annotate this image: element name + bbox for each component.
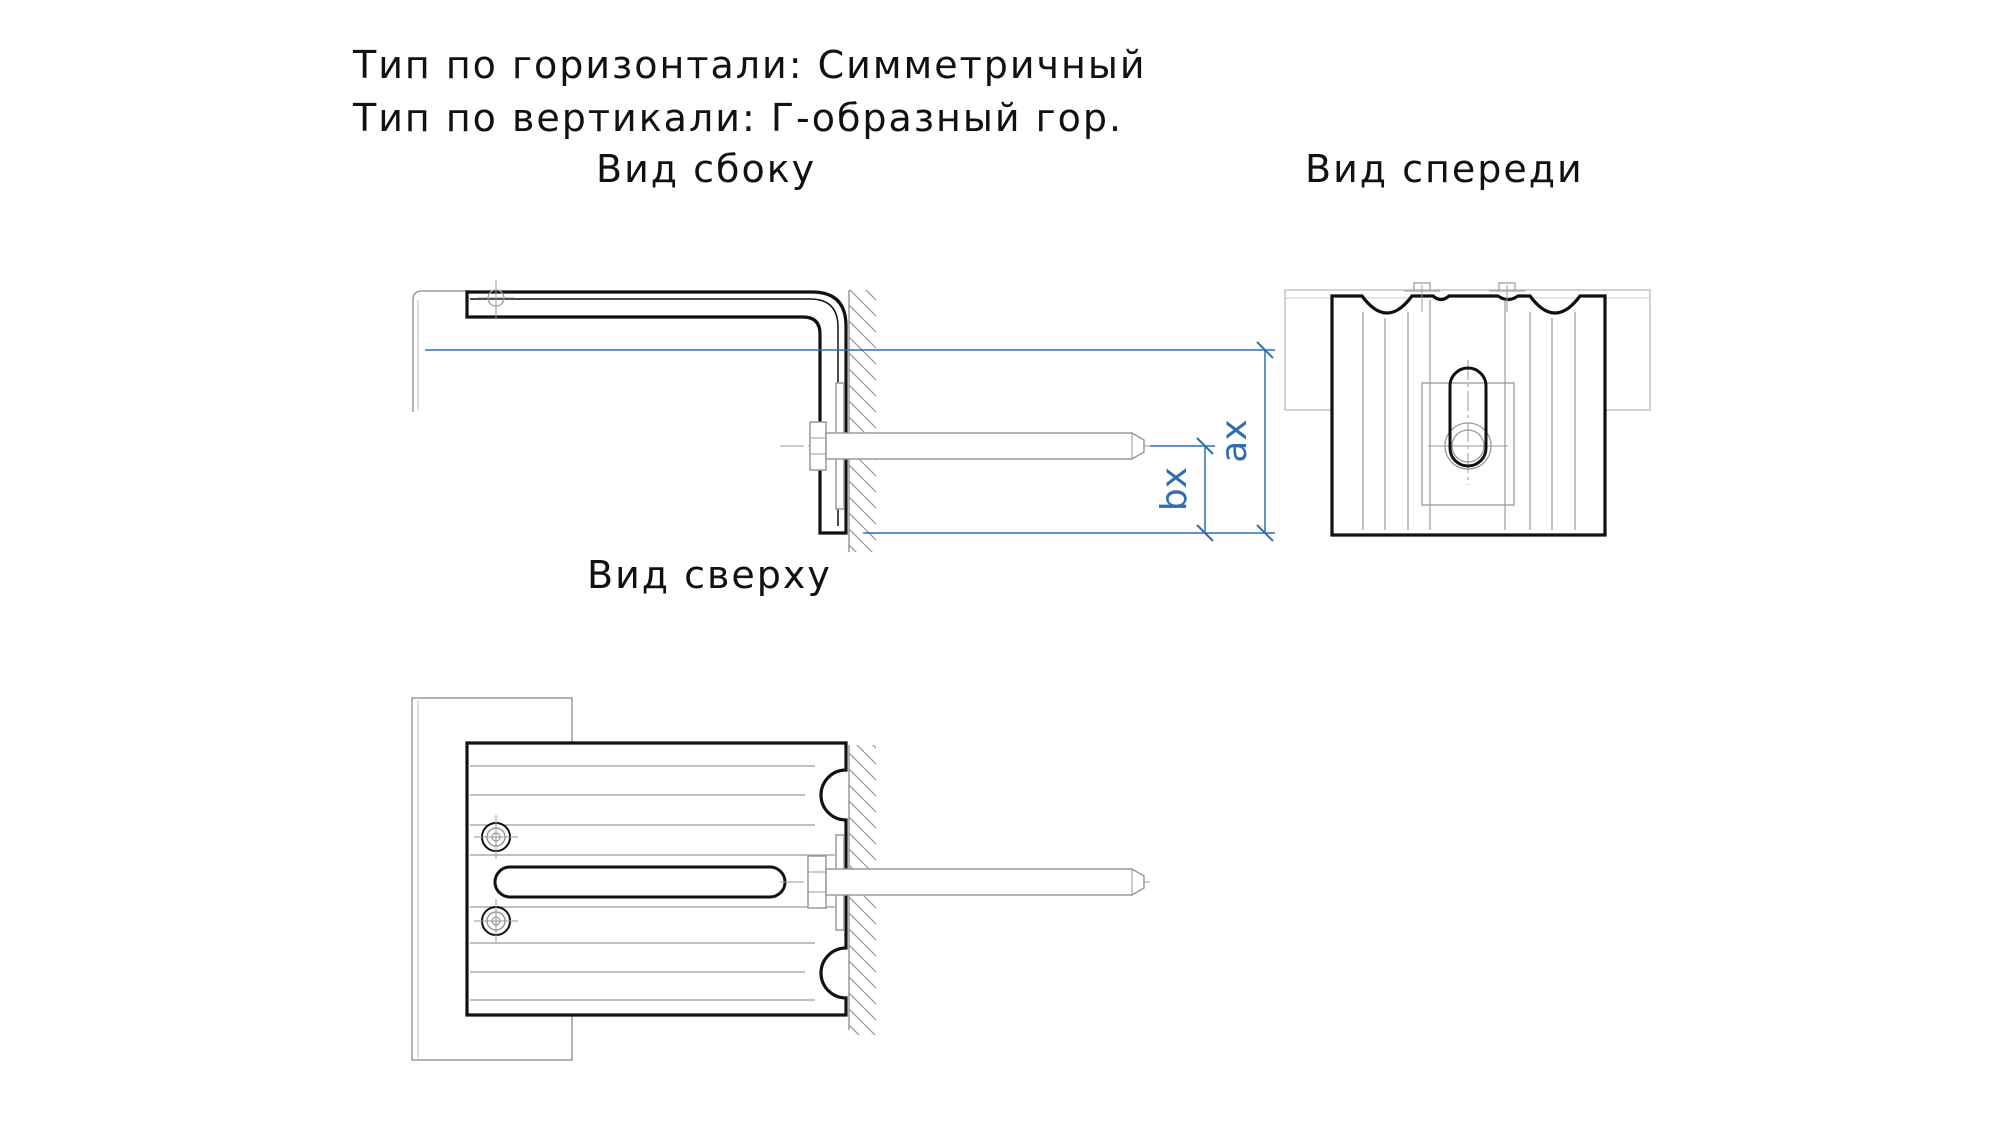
- top-anchor-rod: [825, 868, 1145, 896]
- bx-tick-top: [1196, 437, 1214, 455]
- front-anchor-rod: [1451, 429, 1485, 463]
- front-ribs: [1362, 300, 1576, 530]
- front-anchor-nut: [1444, 422, 1492, 470]
- side-ghost-profile: [412, 290, 470, 412]
- top-ribs: [470, 765, 835, 1001]
- side-view-title: Вид сбоку: [596, 147, 817, 191]
- horizontal-type-label: Тип по горизонтали: Симметричный: [353, 43, 1147, 87]
- front-washer: [1421, 382, 1515, 506]
- bx-tick-bottom: [1196, 524, 1214, 542]
- front-view-title: Вид спереди: [1305, 147, 1584, 191]
- top-view: [411, 697, 1150, 1061]
- side-nut: [809, 421, 827, 471]
- dimensions: ax bx: [425, 341, 1275, 542]
- top-view-title: Вид сверху: [587, 553, 832, 597]
- side-bracket-profile: [465, 290, 848, 535]
- ax-tick-bottom: [1256, 524, 1274, 542]
- top-nut: [807, 855, 827, 909]
- top-bolt-upper: [474, 815, 518, 859]
- vertical-type-label: Тип по вертикали: Г-образный гор.: [353, 96, 1124, 140]
- top-slot: [493, 865, 787, 899]
- side-view: [412, 280, 1155, 552]
- front-bolt-left: [1404, 282, 1440, 312]
- side-anchor-rod: [825, 432, 1145, 460]
- front-bolt-right: [1489, 282, 1525, 312]
- side-wall-hatch: [849, 290, 876, 552]
- ax-tick-top: [1256, 341, 1274, 359]
- bx-dimension-label: bx: [1154, 467, 1195, 511]
- front-slot: [1448, 366, 1488, 468]
- side-bolt-head: [478, 280, 514, 318]
- ax-dimension-label: ax: [1214, 419, 1255, 462]
- side-bracket-inner-line: [470, 298, 839, 526]
- top-bolt-lower: [474, 899, 518, 943]
- front-view: [1284, 282, 1651, 537]
